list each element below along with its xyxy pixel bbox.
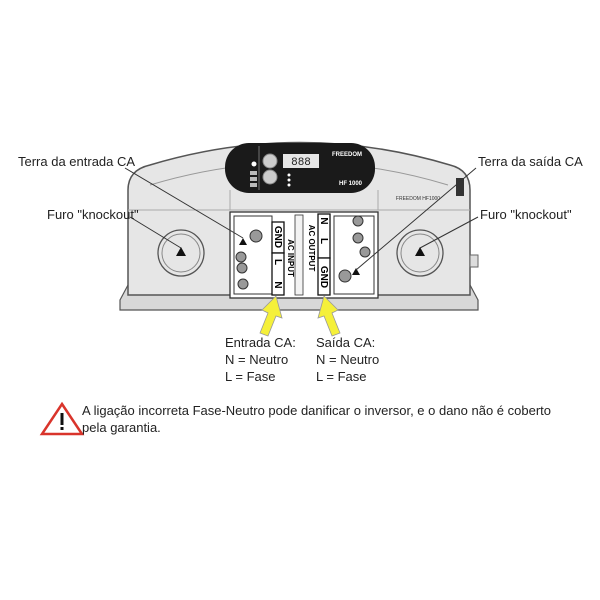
input-n-label: N (272, 281, 283, 288)
power-button (262, 153, 278, 169)
ac-input-label: AC INPUT (286, 239, 295, 277)
side-label: FREEDOM HF1000 (396, 196, 440, 202)
label-right-knockout: Furo "knockout" (480, 207, 572, 222)
legend-input-title: Entrada CA: (225, 335, 296, 350)
input-arrow-icon (259, 295, 283, 337)
side-connector (469, 254, 479, 268)
ac-output-label: AC OUTPUT (307, 225, 316, 272)
side-switch (456, 178, 464, 196)
input-l-label: L (272, 259, 283, 265)
legend-output: Saída CA: N = Neutro L = Fase (316, 334, 379, 385)
output-gnd-label: GND (318, 266, 329, 288)
display (283, 154, 319, 168)
input-gnd-label: GND (272, 226, 283, 248)
model-badge: HF 1000 (339, 181, 363, 187)
terminal-panel (229, 211, 379, 299)
pointer-left-knockout (129, 216, 182, 249)
brand-logo: FREEDOM (332, 152, 362, 158)
select-button (262, 169, 278, 185)
legend-input-l: L = Fase (225, 369, 276, 384)
pointer-left-ground (124, 167, 244, 239)
label-left-knockout: Furo "knockout" (47, 207, 139, 222)
pointer-right-ground (355, 167, 477, 271)
legend-output-n: N = Neutro (316, 352, 380, 367)
pointer-right-knockout (419, 216, 479, 249)
legend-input-n: N = Neutro (225, 352, 289, 367)
label-left-ground: Terra da entrada CA (18, 154, 136, 169)
legend-output-title: Saída CA: (316, 335, 376, 350)
display-digits: 888 (291, 157, 311, 169)
output-arrow-icon (317, 295, 341, 337)
label-right-ground: Terra da saída CA (478, 154, 583, 169)
output-l-label: L (318, 238, 329, 244)
legend-input: Entrada CA: N = Neutro L = Fase (225, 334, 296, 385)
output-n-label: N (318, 217, 329, 224)
warning-text: A ligação incorreta Fase-Neutro pode dan… (82, 403, 552, 435)
legend-output-l: L = Fase (316, 369, 367, 384)
